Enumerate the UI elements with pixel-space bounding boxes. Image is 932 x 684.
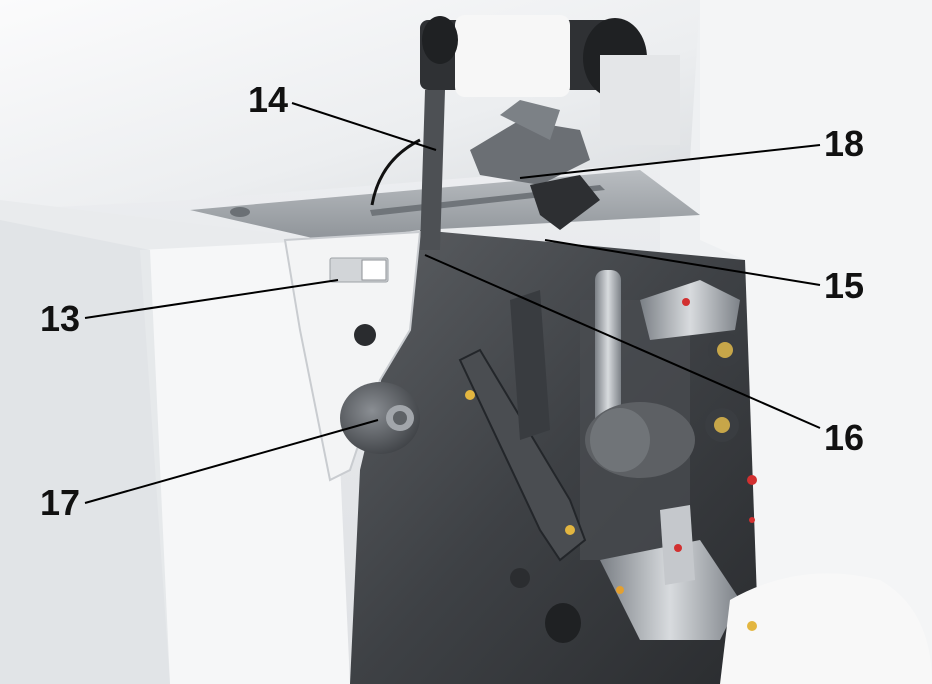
callout-15: 15 [824, 265, 865, 306]
callout-18: 18 [824, 123, 865, 164]
lower-looper-arm [458, 348, 587, 562]
knob [340, 382, 420, 454]
callout-13: 13 [40, 298, 81, 339]
callout-14: 14 [248, 79, 289, 120]
callout-16: 16 [824, 417, 865, 458]
needle-bar [595, 270, 621, 450]
callout-17: 17 [40, 482, 81, 523]
right-cover [700, 0, 932, 684]
lower-looper-bracket [600, 540, 740, 640]
upper-looper-bracket [640, 280, 740, 340]
upper-knife-arm [420, 90, 445, 250]
cover-edge [720, 573, 932, 684]
callout-leaders [84, 102, 821, 504]
